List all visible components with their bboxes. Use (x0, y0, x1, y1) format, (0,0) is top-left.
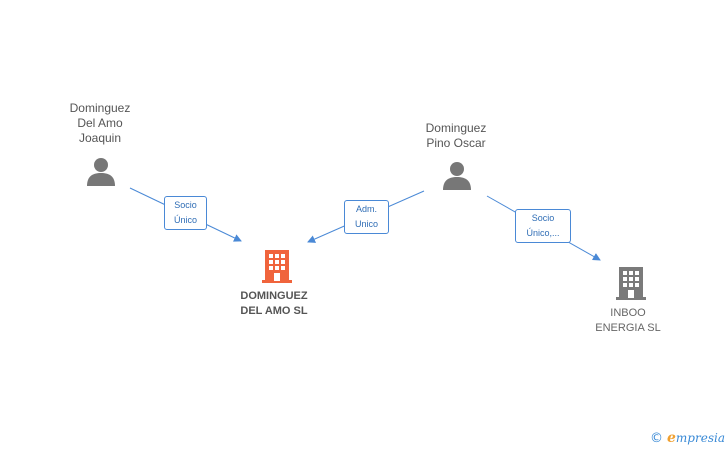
person-icon[interactable] (86, 156, 116, 191)
copyright-symbol: © (650, 430, 663, 446)
person-icon[interactable] (442, 160, 472, 195)
relation-label: Socio Único,... (515, 209, 571, 243)
person-name[interactable]: Dominguez Del Amo Joaquin (69, 101, 131, 145)
relation-label: Socio Único (164, 196, 207, 230)
building-icon[interactable] (615, 265, 647, 306)
company-name[interactable]: INBOO ENERGIA SL (595, 307, 661, 334)
relation-label: Adm. Unico (344, 200, 389, 234)
person-name[interactable]: Dominguez Pino Oscar (425, 121, 487, 150)
brand-logo[interactable]: © empresia (650, 429, 725, 447)
building-icon[interactable] (261, 248, 293, 289)
company-name[interactable]: DOMINGUEZ DEL AMO SL (240, 290, 308, 317)
brand-name: empresia (667, 430, 725, 446)
